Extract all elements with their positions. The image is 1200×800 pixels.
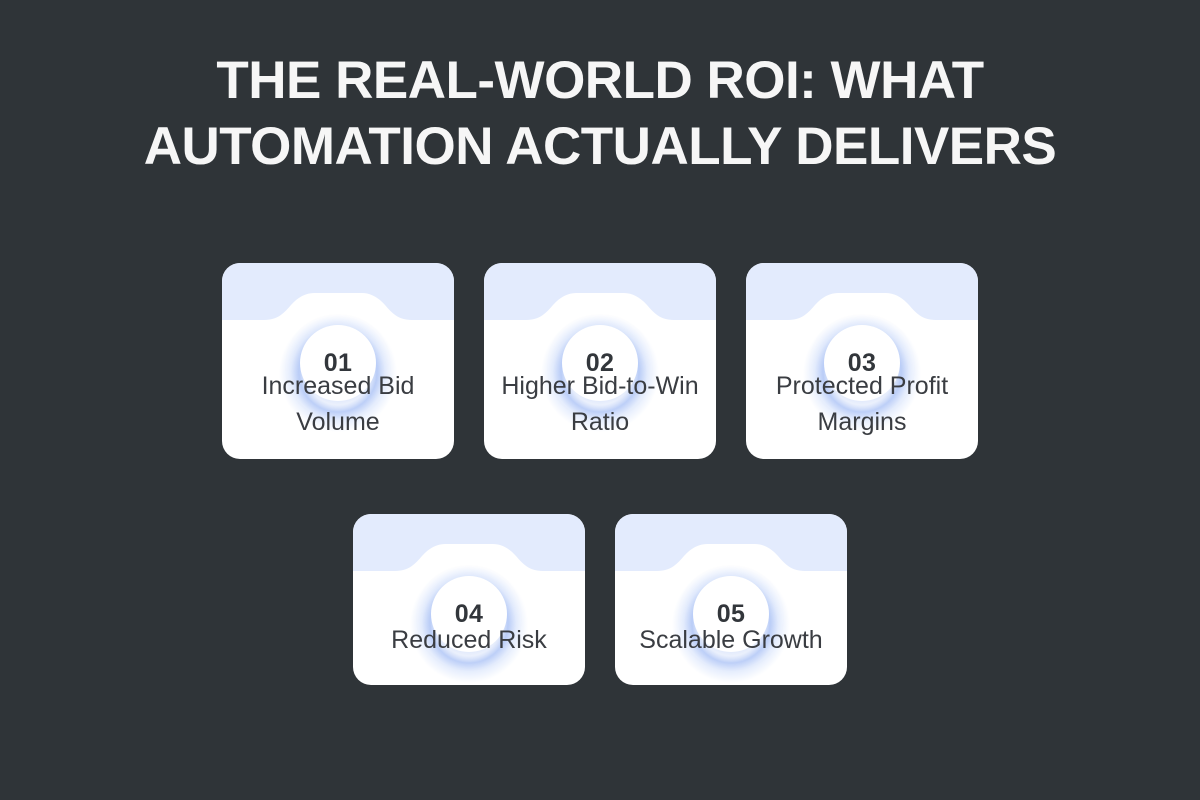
benefit-card[interactable]: 01 Increased Bid Volume [222, 263, 454, 459]
card-band-shape [746, 263, 978, 320]
title-block: THE REAL-WORLD ROI: WHAT AUTOMATION ACTU… [70, 48, 1130, 180]
card-band-shape [615, 514, 847, 571]
benefit-card[interactable]: 05 Scalable Growth [615, 514, 847, 685]
card-row-top: 01 Increased Bid Volume 02 Higher Bid-to… [222, 263, 978, 459]
card-number: 05 [716, 599, 746, 628]
card-number-circle: 03 [824, 325, 900, 401]
benefit-card[interactable]: 03 Protected Profit Margins [746, 263, 978, 459]
card-number: 02 [585, 348, 615, 377]
card-number: 04 [454, 599, 484, 628]
card-label: Protected Profit Margins [775, 372, 949, 436]
card-band-shape [484, 263, 716, 320]
card-number-circle: 01 [300, 325, 376, 401]
benefit-card[interactable]: 04 Reduced Risk [353, 514, 585, 685]
card-band-shape [353, 514, 585, 571]
card-number-circle: 05 [693, 576, 769, 652]
benefit-card[interactable]: 02 Higher Bid-to-Win Ratio [484, 263, 716, 459]
page-title: THE REAL-WORLD ROI: WHAT AUTOMATION ACTU… [143, 51, 1057, 176]
card-number: 03 [847, 348, 877, 377]
cards-area: 01 Increased Bid Volume 02 Higher Bid-to… [0, 263, 1200, 685]
card-number: 01 [323, 348, 353, 377]
card-row-bottom: 04 Reduced Risk 05 Scalable Growth [353, 514, 847, 685]
card-band-shape [222, 263, 454, 320]
card-number-circle: 04 [431, 576, 507, 652]
card-label: Increased Bid Volume [261, 372, 415, 436]
card-number-circle: 02 [562, 325, 638, 401]
card-label: Reduced Risk [391, 626, 547, 654]
card-label: Scalable Growth [639, 626, 823, 654]
card-label: Higher Bid-to-Win Ratio [501, 372, 699, 436]
